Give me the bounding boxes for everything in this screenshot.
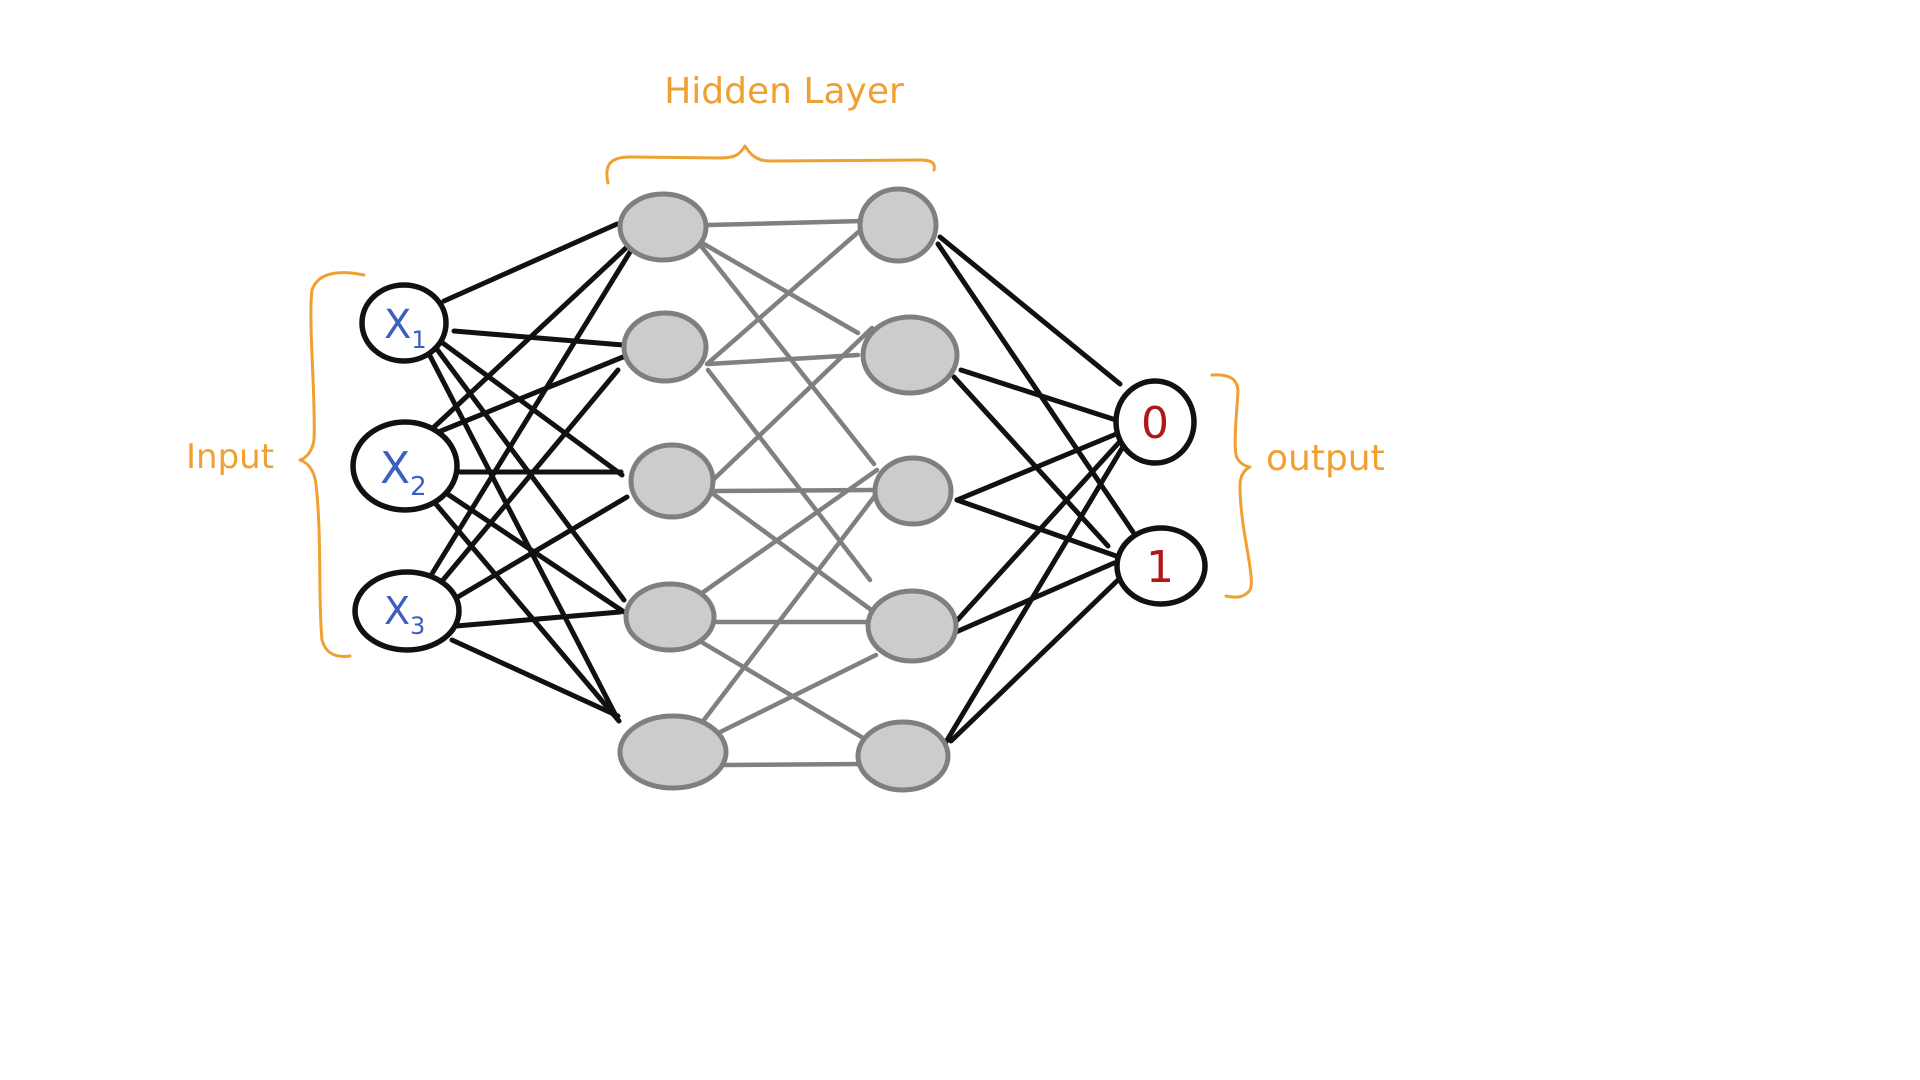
edge — [425, 349, 619, 719]
edge — [954, 429, 1124, 503]
output-node-label: 0 — [1141, 398, 1169, 449]
edge — [430, 244, 630, 431]
edge — [453, 609, 623, 629]
edge — [691, 477, 890, 736]
hidden-layer-1 — [617, 191, 729, 791]
input-layer: X1 X2 X3 — [350, 282, 462, 653]
edge — [449, 637, 621, 719]
edge — [435, 367, 621, 589]
hidden-layer-2 — [855, 186, 960, 793]
input-node-label: X1 — [384, 302, 427, 354]
edge — [451, 328, 626, 348]
edge — [694, 237, 861, 336]
edges-hidden1-to-hidden2 — [691, 218, 890, 768]
edge — [948, 577, 1121, 744]
input-brace — [298, 271, 366, 658]
edge — [441, 221, 620, 304]
hidden-neuron — [623, 581, 717, 653]
edge — [943, 437, 1130, 745]
edge — [719, 761, 865, 768]
input-node-x2: X2 — [350, 419, 460, 513]
edge — [695, 637, 873, 745]
output-node-label: 1 — [1146, 542, 1174, 593]
edge — [704, 225, 866, 367]
output-node-circle — [1114, 525, 1208, 607]
edge — [437, 338, 625, 478]
hidden-neuron — [857, 186, 939, 264]
hidden-neuron — [872, 455, 954, 527]
edge — [433, 354, 626, 436]
input-node-label: X3 — [384, 589, 425, 640]
output-layer: 0 1 — [1113, 378, 1208, 607]
edge — [699, 467, 880, 596]
hidden-neuron — [865, 588, 959, 664]
input-node-circle — [359, 282, 449, 364]
output-node-circle — [1113, 378, 1197, 466]
edge — [448, 494, 630, 604]
edge — [705, 352, 861, 367]
edges-input-to-hidden1 — [425, 221, 633, 724]
hidden-neuron — [860, 314, 960, 396]
edge — [937, 234, 1123, 387]
input-node-x3: X3 — [352, 569, 462, 653]
hidden-layer-label: Hidden Layer — [664, 71, 904, 112]
input-annotation: Input — [186, 271, 366, 658]
input-node-x1: X1 — [359, 282, 449, 364]
edge — [958, 367, 1119, 423]
hidden-neuron — [855, 719, 951, 793]
hidden-neuron — [628, 442, 716, 520]
input-label: Input — [186, 437, 274, 477]
edge — [427, 249, 633, 580]
output-node-0: 0 — [1113, 378, 1197, 466]
edges-hidden2-to-output — [935, 234, 1136, 745]
edge — [697, 652, 879, 745]
output-annotation: output — [1210, 373, 1385, 599]
hidden-neuron — [617, 191, 709, 263]
hidden-layer-brace — [605, 144, 936, 185]
hidden-neuron — [617, 713, 729, 791]
input-node-label: X2 — [380, 443, 427, 502]
hidden-layer-annotation: Hidden Layer — [605, 71, 936, 185]
edge — [432, 500, 622, 724]
edge — [711, 325, 875, 482]
output-brace — [1210, 373, 1253, 599]
hidden-neuron — [621, 310, 709, 384]
output-node-1: 1 — [1114, 525, 1208, 607]
input-node-circle — [350, 419, 460, 513]
edge — [698, 243, 877, 467]
edge — [949, 434, 1127, 629]
edge — [705, 367, 873, 583]
output-label: output — [1266, 438, 1385, 479]
edge — [709, 490, 877, 615]
input-node-circle — [352, 569, 462, 653]
edge — [705, 218, 865, 228]
